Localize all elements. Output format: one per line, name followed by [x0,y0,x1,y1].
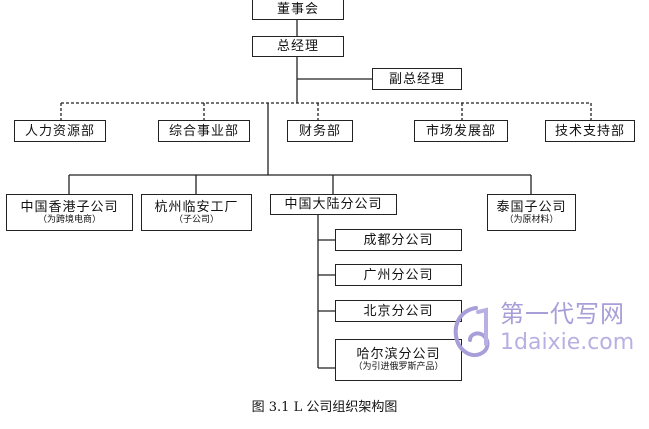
watermark-name: 第一代写网 [500,300,625,328]
branch-name: 北京分公司 [363,303,434,319]
subsidiary-mainland-box: 中国大陆分公司 [270,194,397,215]
figure-caption: 图 3.1 L 公司组织架构图 [251,400,398,415]
branch-box: 北京分公司 [335,300,462,322]
deputy-general-manager-box: 副总经理 [372,68,462,90]
department-label: 财务部 [298,123,341,139]
subsidiary-name: 泰国子公司 [496,199,567,215]
branch-name: 哈尔滨分公司 [356,347,441,362]
branch-name: 成都分公司 [363,232,434,248]
branch-name: 广州分公司 [363,267,434,283]
branch-box: 成都分公司 [335,229,462,251]
subsidiary-note: （子公司） [173,214,219,225]
department-box: 综合事业部 [158,120,250,142]
board-label: 董事会 [276,1,319,17]
board-box: 董事会 [252,0,344,20]
general-manager-box: 总经理 [252,36,344,57]
watermark-url: 1daixie.com [500,330,635,355]
subsidiary-name: 杭州临安工厂 [154,199,239,215]
department-box: 财务部 [287,120,353,142]
deputy-general-manager-label: 副总经理 [388,71,445,87]
department-box: 人力资源部 [14,120,106,142]
branch-box: 广州分公司 [335,264,462,286]
branch-box: 哈尔滨分公司 （为引进俄罗斯产品） [335,339,462,381]
subsidiary-hangzhou-box: 杭州临安工厂 （子公司） [141,194,252,231]
department-label: 市场发展部 [425,123,496,139]
department-label: 综合事业部 [168,123,239,139]
subsidiary-name: 中国香港子公司 [20,199,119,215]
subsidiary-note: （为跨境电商） [37,214,101,225]
watermark-logo-icon [453,306,490,357]
department-label: 技术支持部 [554,123,625,139]
subsidiary-note: （为原材料） [504,214,559,225]
watermark: 第一代写网 1daixie.com [448,300,648,362]
subsidiary-hongkong-box: 中国香港子公司 （为跨境电商） [6,194,133,231]
subsidiary-thailand-box: 泰国子公司 （为原材料） [487,194,576,231]
branch-note: （为引进俄罗斯产品） [353,362,444,372]
department-label: 人力资源部 [24,123,95,139]
department-box: 市场发展部 [414,120,508,142]
subsidiary-name: 中国大陆分公司 [284,197,383,212]
general-manager-label: 总经理 [276,39,319,54]
department-box: 技术支持部 [545,120,635,142]
